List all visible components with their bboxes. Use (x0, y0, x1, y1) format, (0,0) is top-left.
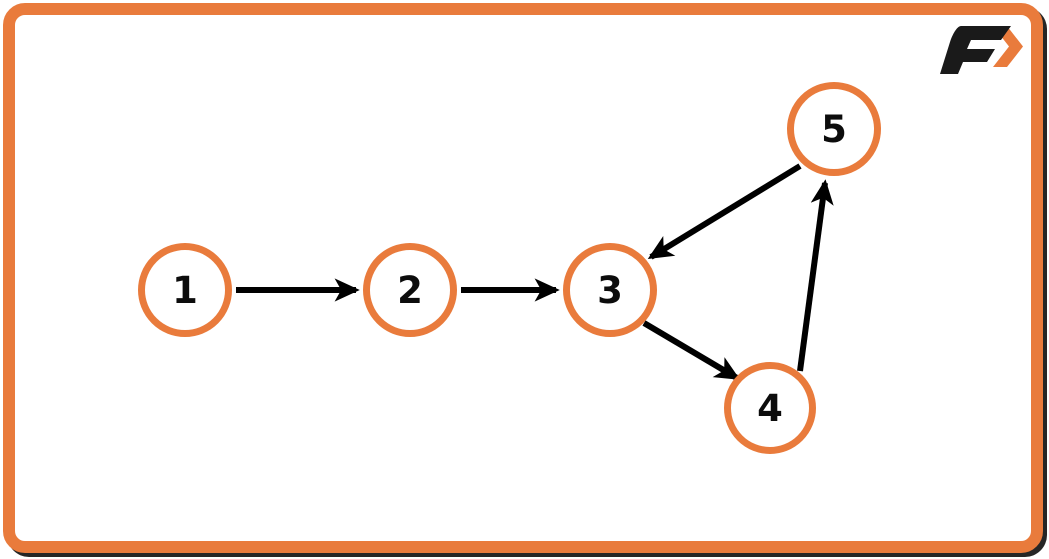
f-chevron-logo-icon (931, 18, 1027, 76)
graph-node-4[interactable]: 4 (724, 362, 816, 454)
graph-edge-5-to-3 (647, 163, 802, 260)
graph-node-3-label: 3 (597, 268, 623, 312)
graph-node-5-label: 5 (821, 107, 847, 151)
graph-node-1-label: 1 (172, 268, 198, 312)
graph-node-2[interactable]: 2 (363, 243, 457, 337)
graph-node-2-label: 2 (397, 268, 423, 312)
graph-node-1[interactable]: 1 (138, 243, 232, 337)
graph-node-3[interactable]: 3 (563, 243, 657, 337)
graph-node-4-label: 4 (757, 386, 783, 430)
graph-edge-3-to-4 (642, 320, 741, 381)
graph-edge-4-to-5 (797, 179, 834, 372)
graph-node-5[interactable]: 5 (787, 82, 881, 176)
